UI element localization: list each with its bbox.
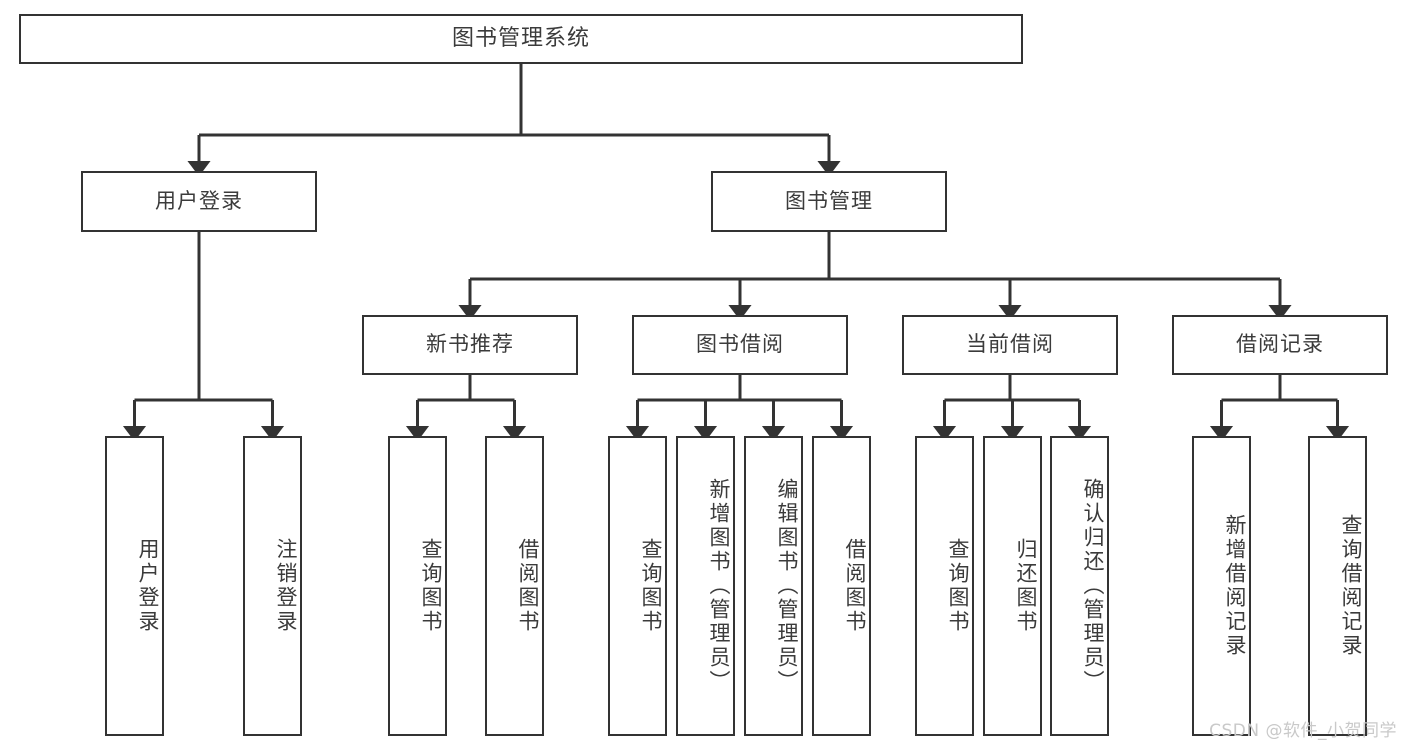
node-label: 图书管理系统 — [451, 25, 590, 51]
node-label: 借阅记录 — [1236, 332, 1324, 357]
leaf-query-book-2[interactable]: 查询图书 — [608, 436, 667, 736]
leaf-query-book-1[interactable]: 查询图书 — [388, 436, 447, 736]
leaf-return-book[interactable]: 归还图书 — [983, 436, 1042, 736]
leaf-confirm-return-admin[interactable]: 确认归还（管理员） — [1050, 436, 1109, 736]
node-label: 当前借阅 — [966, 332, 1054, 357]
leaf-user-login[interactable]: 用户登录 — [105, 436, 164, 736]
node-new-book-recommend[interactable]: 新书推荐 — [362, 315, 578, 375]
leaf-add-book-admin[interactable]: 新增图书（管理员） — [676, 436, 735, 736]
leaf-edit-book-admin[interactable]: 编辑图书（管理员） — [744, 436, 803, 736]
node-user-login[interactable]: 用户登录 — [81, 171, 317, 232]
node-book-borrow[interactable]: 图书借阅 — [632, 315, 848, 375]
node-label: 注销登录 — [274, 538, 298, 634]
node-borrow-record[interactable]: 借阅记录 — [1172, 315, 1388, 375]
node-label: 编辑图书（管理员） — [775, 478, 799, 694]
leaf-add-borrow-record[interactable]: 新增借阅记录 — [1192, 436, 1251, 736]
node-root-book-management-system[interactable]: 图书管理系统 — [19, 14, 1023, 64]
leaf-logout[interactable]: 注销登录 — [243, 436, 302, 736]
node-label: 图书管理 — [785, 188, 873, 213]
node-current-borrow[interactable]: 当前借阅 — [902, 315, 1118, 375]
leaf-borrow-book-2[interactable]: 借阅图书 — [812, 436, 871, 736]
node-label: 查询图书 — [639, 538, 663, 634]
csdn-watermark: CSDN @软件_小贺同学 — [1209, 721, 1397, 741]
node-label: 新增借阅记录 — [1223, 514, 1247, 658]
leaf-borrow-book-1[interactable]: 借阅图书 — [485, 436, 544, 736]
node-label: 用户登录 — [155, 188, 243, 213]
leaf-query-book-3[interactable]: 查询图书 — [915, 436, 974, 736]
node-label: 新增图书（管理员） — [707, 478, 731, 694]
node-label: 查询图书 — [946, 538, 970, 634]
node-label: 归还图书 — [1014, 538, 1038, 634]
node-label: 用户登录 — [136, 538, 160, 634]
node-label: 借阅图书 — [843, 538, 867, 634]
node-label: 查询借阅记录 — [1339, 514, 1363, 658]
node-label: 图书借阅 — [696, 332, 784, 357]
node-label: 新书推荐 — [426, 332, 514, 357]
node-label: 确认归还（管理员） — [1081, 478, 1105, 694]
node-label: 查询图书 — [419, 538, 443, 634]
node-label: 借阅图书 — [516, 538, 540, 634]
node-book-management[interactable]: 图书管理 — [711, 171, 947, 232]
leaf-query-borrow-record[interactable]: 查询借阅记录 — [1308, 436, 1367, 736]
